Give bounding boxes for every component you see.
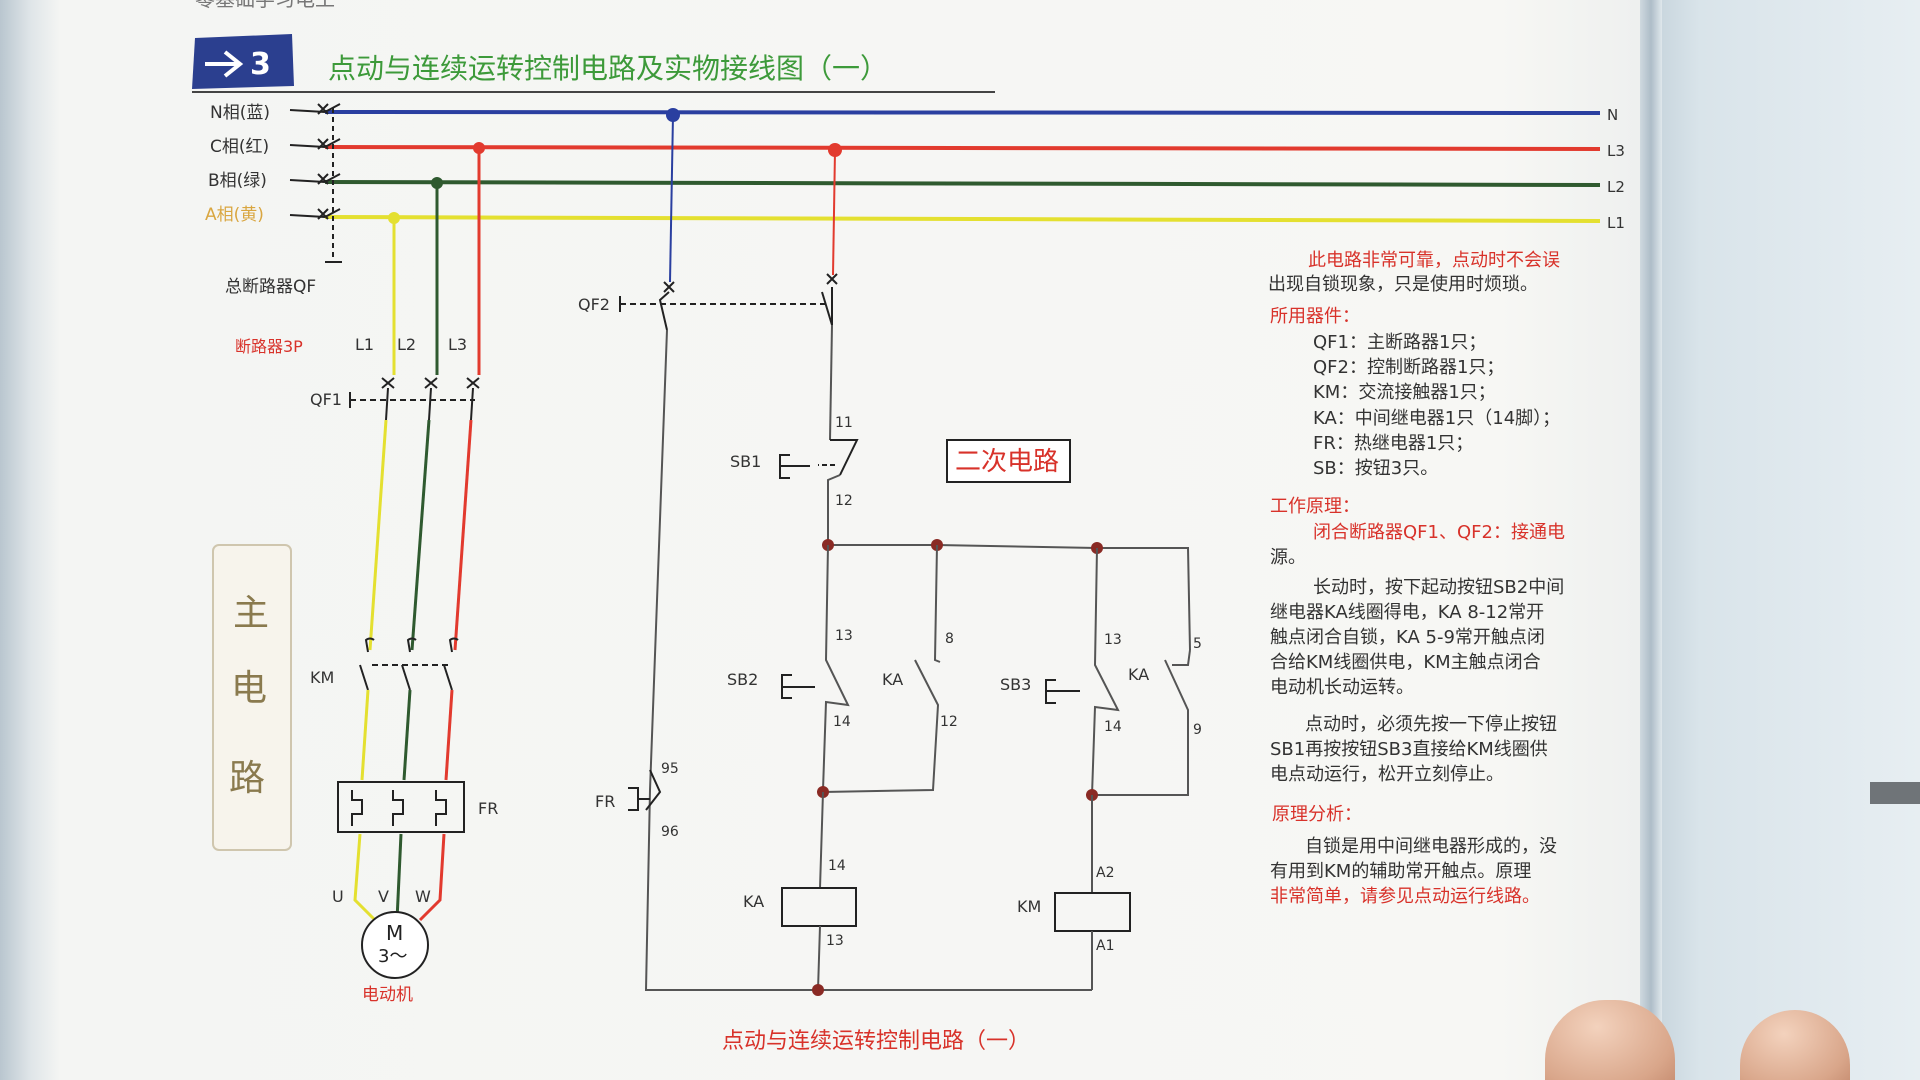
bus-line-l2	[324, 180, 1601, 187]
node-ka14: 14	[828, 858, 846, 874]
terminal-v: V	[378, 887, 389, 906]
sb3-label: SB3	[1000, 675, 1031, 694]
section-char-1: 主	[233, 593, 269, 634]
ka-contact-label-1: KA	[882, 670, 903, 689]
qf1-label: QF1	[310, 390, 342, 409]
node-96: 96	[661, 824, 679, 840]
terminal-w: W	[415, 887, 431, 906]
part-2: QF2：控制断路器1只；	[1313, 357, 1504, 378]
sb1-label: SB1	[730, 452, 761, 471]
page-fold	[1640, 0, 1662, 1080]
bus-line-n	[324, 110, 1601, 115]
node-95: 95	[661, 761, 679, 777]
intro-line-1: 此电路非常可靠，点动时不会误	[1308, 250, 1560, 271]
main-circuit	[337, 142, 485, 979]
bus-line-l1	[324, 215, 1601, 223]
node-14b: 14	[1104, 719, 1122, 735]
arrow-right-icon	[205, 50, 244, 78]
principle-1-line-1: 闭合断路器QF1、QF2：接通电	[1313, 522, 1565, 543]
phase-l1: L1	[355, 335, 374, 354]
node-9: 9	[1193, 722, 1202, 738]
phase-l3: L3	[448, 335, 467, 354]
secondary-box-label: 二次电路	[955, 447, 1059, 477]
notes-block: 此电路非常可靠，点动时不会误 出现自锁现象，只是使用时烦琐。 所用器件： QF1…	[1268, 250, 1565, 907]
motor-symbol-text: M	[386, 921, 403, 945]
principle-2-line-4: 合给KM线圈供电，KM主触点闭合	[1270, 652, 1541, 673]
km-coil-label: KM	[1017, 897, 1041, 916]
principle-3-line-1: 点动时，必须先按一下停止按钮	[1305, 714, 1557, 735]
principle-2-line-2: 继电器KA线圈得电，KA 8-12常开	[1270, 602, 1544, 623]
adjacent-page-object	[1870, 782, 1920, 804]
qf2-label: QF2	[578, 295, 610, 314]
terminal-l2: L2	[1607, 178, 1625, 196]
fr-contact-label: FR	[595, 792, 615, 811]
node-ka13: 13	[826, 933, 844, 949]
phase-label-n: N相(蓝)	[210, 103, 270, 123]
sb2-label: SB2	[727, 670, 758, 689]
section-char-2: 电	[231, 668, 267, 709]
node-13a: 13	[835, 628, 853, 644]
terminal-n: N	[1607, 106, 1618, 124]
analysis-line-1: 自锁是用中间继电器形成的，没	[1305, 836, 1557, 857]
node-12: 12	[835, 493, 853, 509]
terminal-l3: L3	[1607, 142, 1625, 160]
phase-l2: L2	[397, 335, 416, 354]
main-breaker-qf	[289, 103, 342, 263]
part-4: KA：中间继电器1只（14脚）；	[1313, 408, 1560, 429]
main-breaker-label: 总断路器QF	[225, 277, 316, 297]
principle-2-line-5: 电动机长动运转。	[1270, 677, 1414, 698]
page-title: 点动与连续运转控制电路及实物接线图（一）	[328, 52, 888, 85]
part-3: KM：交流接触器1只；	[1313, 382, 1496, 403]
part-1: QF1：主断路器1只；	[1313, 332, 1486, 353]
motor-symbol	[361, 911, 429, 979]
analysis-line-3: 非常简单，请参见点动运行线路。	[1270, 886, 1540, 907]
section-number: 3	[250, 47, 271, 82]
phase-label-c: C相(红)	[210, 137, 269, 157]
secondary-box	[946, 439, 1071, 483]
thumb	[1545, 1000, 1675, 1080]
analysis-title: 原理分析：	[1272, 804, 1362, 825]
node-14a: 14	[833, 714, 851, 730]
part-5: FR：热继电器1只；	[1313, 433, 1473, 454]
node-8: 8	[945, 631, 954, 647]
top-partial-text: 零基础学习电工	[195, 0, 335, 11]
ka-coil-label: KA	[743, 892, 764, 911]
node-a1: A1	[1096, 938, 1114, 954]
main-circuit-box	[212, 544, 292, 851]
principle-1-line-2: 源。	[1270, 547, 1306, 568]
node-a2: A2	[1096, 865, 1114, 881]
principle-3-line-3: 电点动运行，松开立刻停止。	[1270, 764, 1504, 785]
terminal-l1: L1	[1607, 214, 1625, 232]
ka-contact-label-2: KA	[1128, 665, 1149, 684]
km-main-label: KM	[310, 668, 334, 687]
node-11: 11	[835, 415, 853, 431]
power-bus: N相(蓝) C相(红) B相(绿) A相(黄) N L3 L2 L1 总断路器Q…	[205, 103, 1625, 297]
bus-line-l3	[324, 145, 1601, 151]
phase-label-b: B相(绿)	[208, 171, 267, 191]
parts-title: 所用器件：	[1270, 306, 1360, 327]
principle-2-line-3: 触点闭合自锁，KA 5-9常开触点闭	[1270, 627, 1545, 648]
breaker3p-label: 断路器3P	[235, 337, 303, 356]
node-12b: 12	[940, 714, 958, 730]
principle-title: 工作原理：	[1270, 496, 1360, 517]
motor-phase-text: 3～	[378, 946, 407, 967]
secondary-circuit	[619, 108, 1191, 996]
node-13b: 13	[1104, 632, 1122, 648]
principle-2-line-1: 长动时，按下起动按钮SB2中间	[1313, 577, 1564, 598]
principle-3-line-2: SB1再按按钮SB3直接给KM线圈供	[1270, 739, 1548, 760]
section-badge: 3	[192, 34, 294, 89]
fr-main-label: FR	[478, 799, 498, 818]
node-5: 5	[1193, 636, 1202, 652]
intro-line-2: 出现自锁现象，只是使用时烦琐。	[1268, 274, 1538, 295]
motor-label: 电动机	[362, 985, 413, 1005]
part-6: SB：按钮3只。	[1313, 458, 1438, 479]
terminal-u: U	[332, 887, 344, 906]
diagram-caption: 点动与连续运转控制电路（一）	[722, 1029, 1030, 1054]
section-char-3: 路	[229, 758, 265, 799]
node-labels: 11 12 13 14 8 12 13 14 5 9 95 96 14 13 A…	[661, 415, 1202, 954]
phase-label-a: A相(黄)	[205, 205, 264, 225]
analysis-line-2: 有用到KM的辅助常开触点。原理	[1270, 861, 1531, 882]
